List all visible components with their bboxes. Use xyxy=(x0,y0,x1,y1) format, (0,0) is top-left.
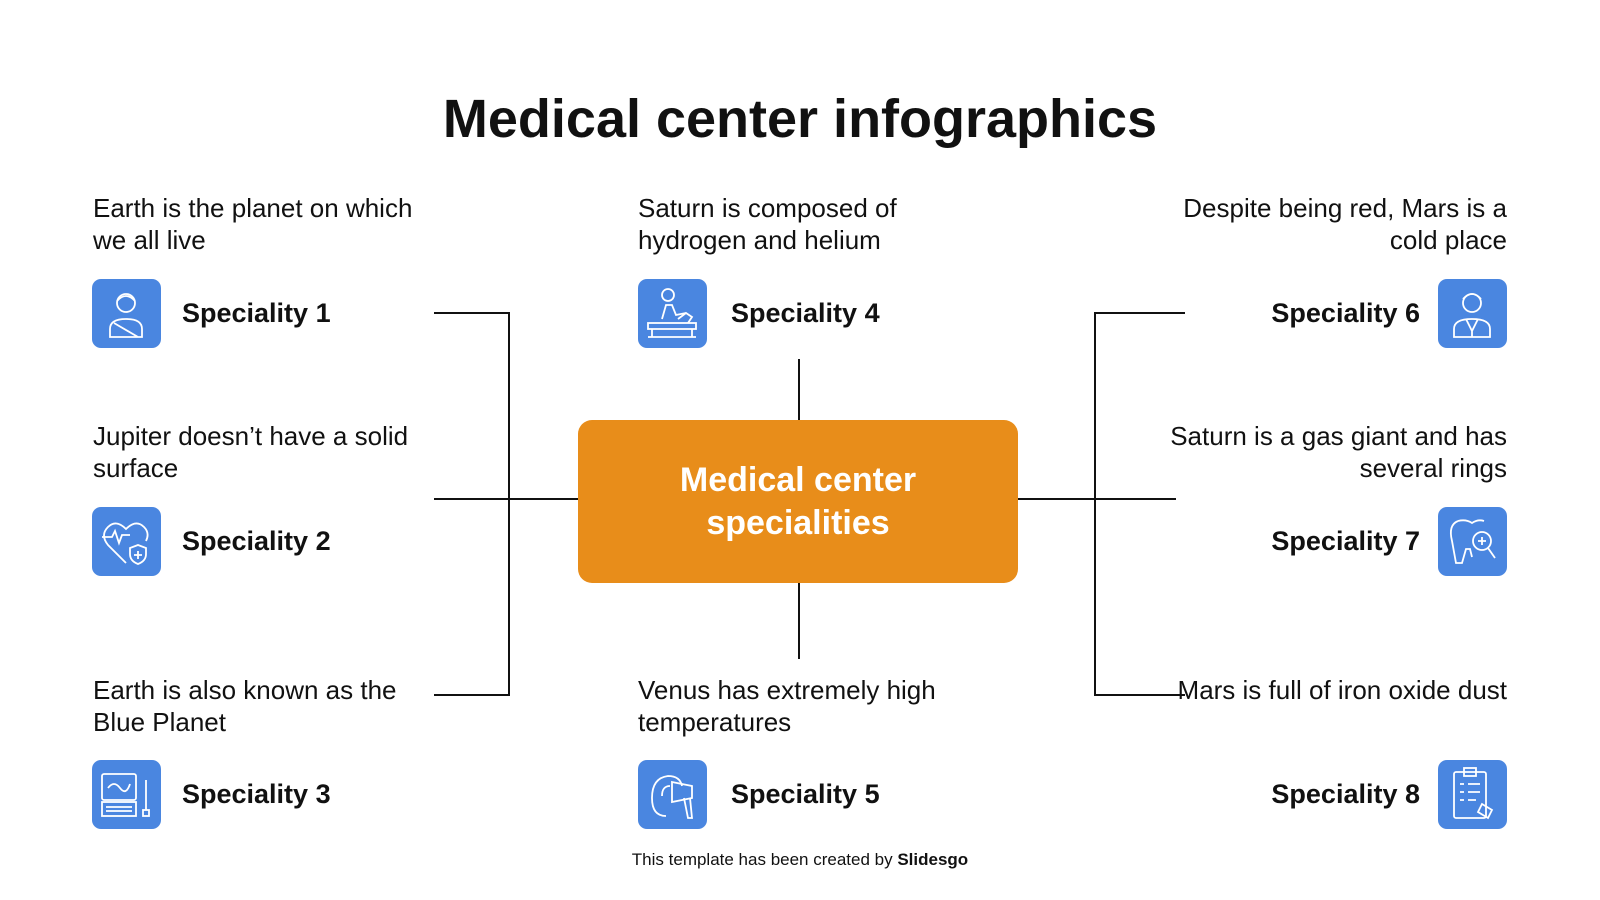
description-8: Mars is full of iron oxide dust xyxy=(1177,675,1507,705)
tooth-magnifier-icon xyxy=(1438,507,1507,576)
description-3: Earth is also known as the Blue Planet xyxy=(93,675,397,737)
connector-line xyxy=(508,312,510,696)
footer-text: This template has been created by xyxy=(631,850,898,869)
speciality-8-label: Speciality 8 xyxy=(1271,779,1420,809)
patient-icon xyxy=(92,279,161,348)
connector-line xyxy=(798,583,800,659)
description-5: Venus has extremely high temperatures xyxy=(638,675,936,737)
center-box: Medical center specialities xyxy=(578,420,1018,583)
speciality-2-label: Speciality 2 xyxy=(182,526,331,556)
connector-line xyxy=(1094,312,1096,696)
speciality-5-label: Speciality 5 xyxy=(731,779,880,809)
description-2: Jupiter doesn’t have a solid surface xyxy=(93,421,409,483)
speciality-1-label: Speciality 1 xyxy=(182,298,331,328)
speciality-4-label: Speciality 4 xyxy=(731,298,880,328)
speciality-6-label: Speciality 6 xyxy=(1271,298,1420,328)
doctor-icon xyxy=(1438,279,1507,348)
center-line-1: Medical center xyxy=(679,460,917,499)
center-line-2: specialities xyxy=(706,503,890,542)
footer-brand-link[interactable]: Slidesgo xyxy=(897,850,969,869)
physiotherapy-icon xyxy=(638,279,707,348)
footer-credit: This template has been created by Slides… xyxy=(0,850,1600,870)
connector-line xyxy=(434,312,510,314)
connector-line xyxy=(1018,498,1176,500)
connector-line xyxy=(798,359,800,420)
description-4: Saturn is composed of hydrogen and heliu… xyxy=(638,193,897,255)
description-1: Earth is the planet on which we all live xyxy=(93,193,413,255)
connector-line xyxy=(434,498,578,500)
speciality-3-label: Speciality 3 xyxy=(182,779,331,809)
speciality-7-label: Speciality 7 xyxy=(1271,526,1420,556)
clipboard-icon xyxy=(1438,760,1507,829)
page-title: Medical center infographics xyxy=(442,89,1158,149)
heart-shield-icon xyxy=(92,507,161,576)
medical-monitor-icon xyxy=(92,760,161,829)
connector-line xyxy=(1094,312,1185,314)
ear-otoscope-icon xyxy=(638,760,707,829)
connector-line xyxy=(434,694,510,696)
connector-line xyxy=(1094,694,1185,696)
description-7: Saturn is a gas giant and has several ri… xyxy=(1170,421,1507,483)
description-6: Despite being red, Mars is a cold place xyxy=(1183,193,1507,255)
